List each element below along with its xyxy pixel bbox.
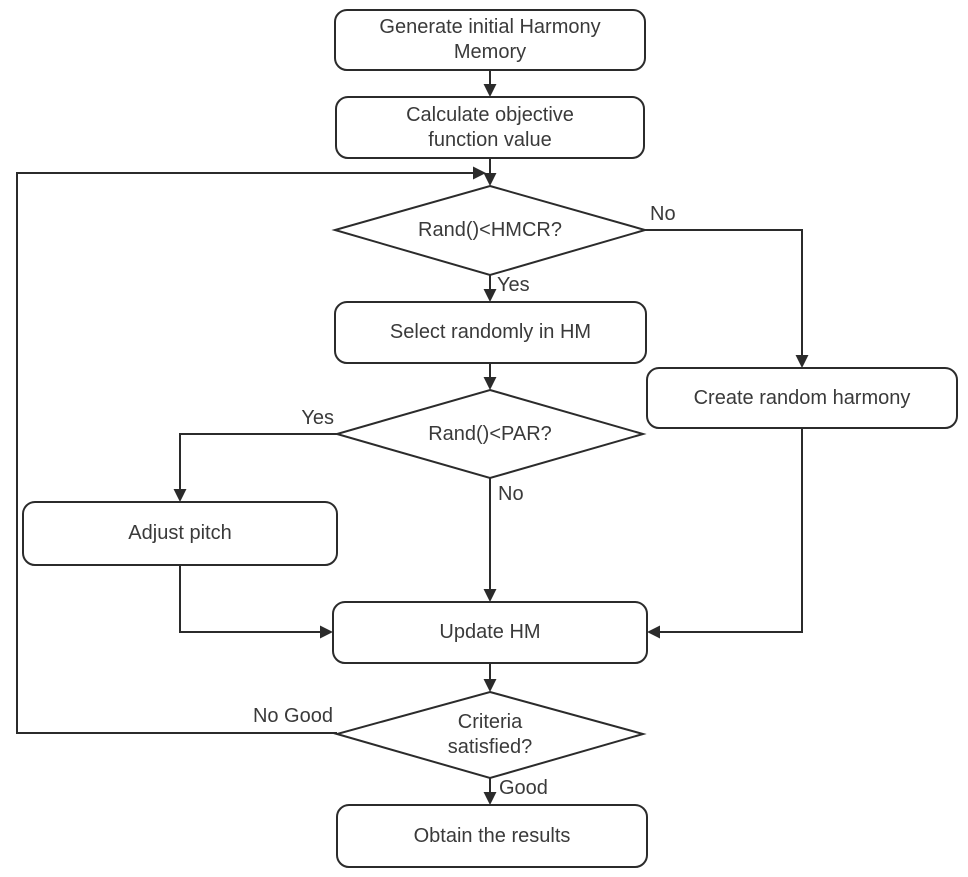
decision-diamond-hmcr — [331, 184, 649, 277]
edge-create-to-update — [647, 428, 803, 639]
edge-criteria-nogood-loop — [16, 166, 486, 734]
decision-diamond-par — [333, 388, 647, 480]
process-box-generate — [334, 9, 646, 71]
process-box-select — [334, 301, 647, 364]
edge-hmcr-no-to-create — [643, 229, 809, 368]
edge-adjust-to-update — [179, 565, 333, 639]
edge-par-yes-to-adjust — [173, 433, 337, 502]
process-box-calculate — [335, 96, 645, 159]
decision-diamond-criteria — [333, 690, 647, 780]
process-box-adjust — [22, 501, 338, 566]
process-box-obtain — [336, 804, 648, 868]
process-box-update — [332, 601, 648, 664]
process-box-create — [646, 367, 958, 429]
